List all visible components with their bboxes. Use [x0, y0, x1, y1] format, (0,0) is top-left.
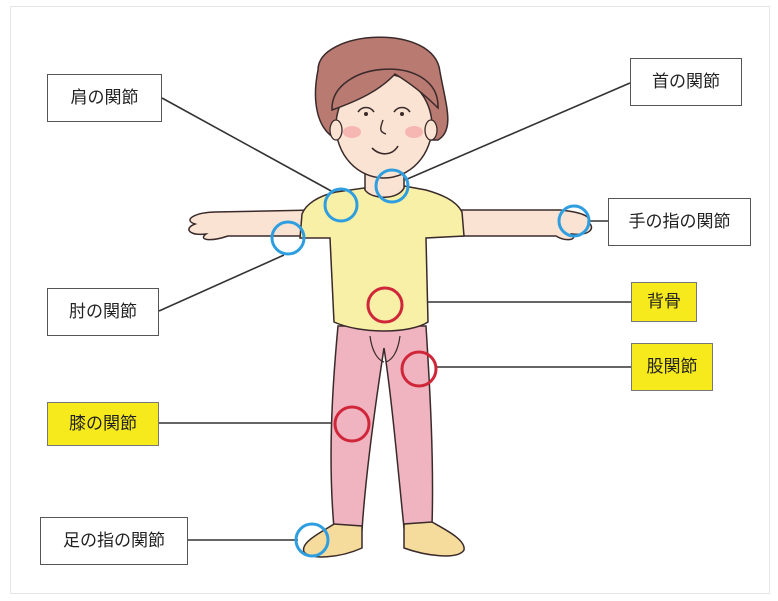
pants	[331, 326, 433, 530]
line-shoulder	[162, 98, 333, 192]
label-shoulder: 肩の関節	[47, 74, 162, 122]
right-foot	[304, 524, 362, 557]
line-elbow	[159, 255, 284, 311]
label-knee: 膝の関節	[47, 402, 159, 446]
left-foot	[404, 522, 464, 556]
label-finger: 手の指の関節	[608, 198, 751, 246]
label-hip: 股関節	[631, 343, 713, 391]
label-neck: 首の関節	[630, 58, 742, 106]
label-elbow: 肘の関節	[47, 288, 159, 336]
label-spine: 背骨	[631, 282, 697, 322]
label-toe: 足の指の関節	[40, 517, 188, 565]
